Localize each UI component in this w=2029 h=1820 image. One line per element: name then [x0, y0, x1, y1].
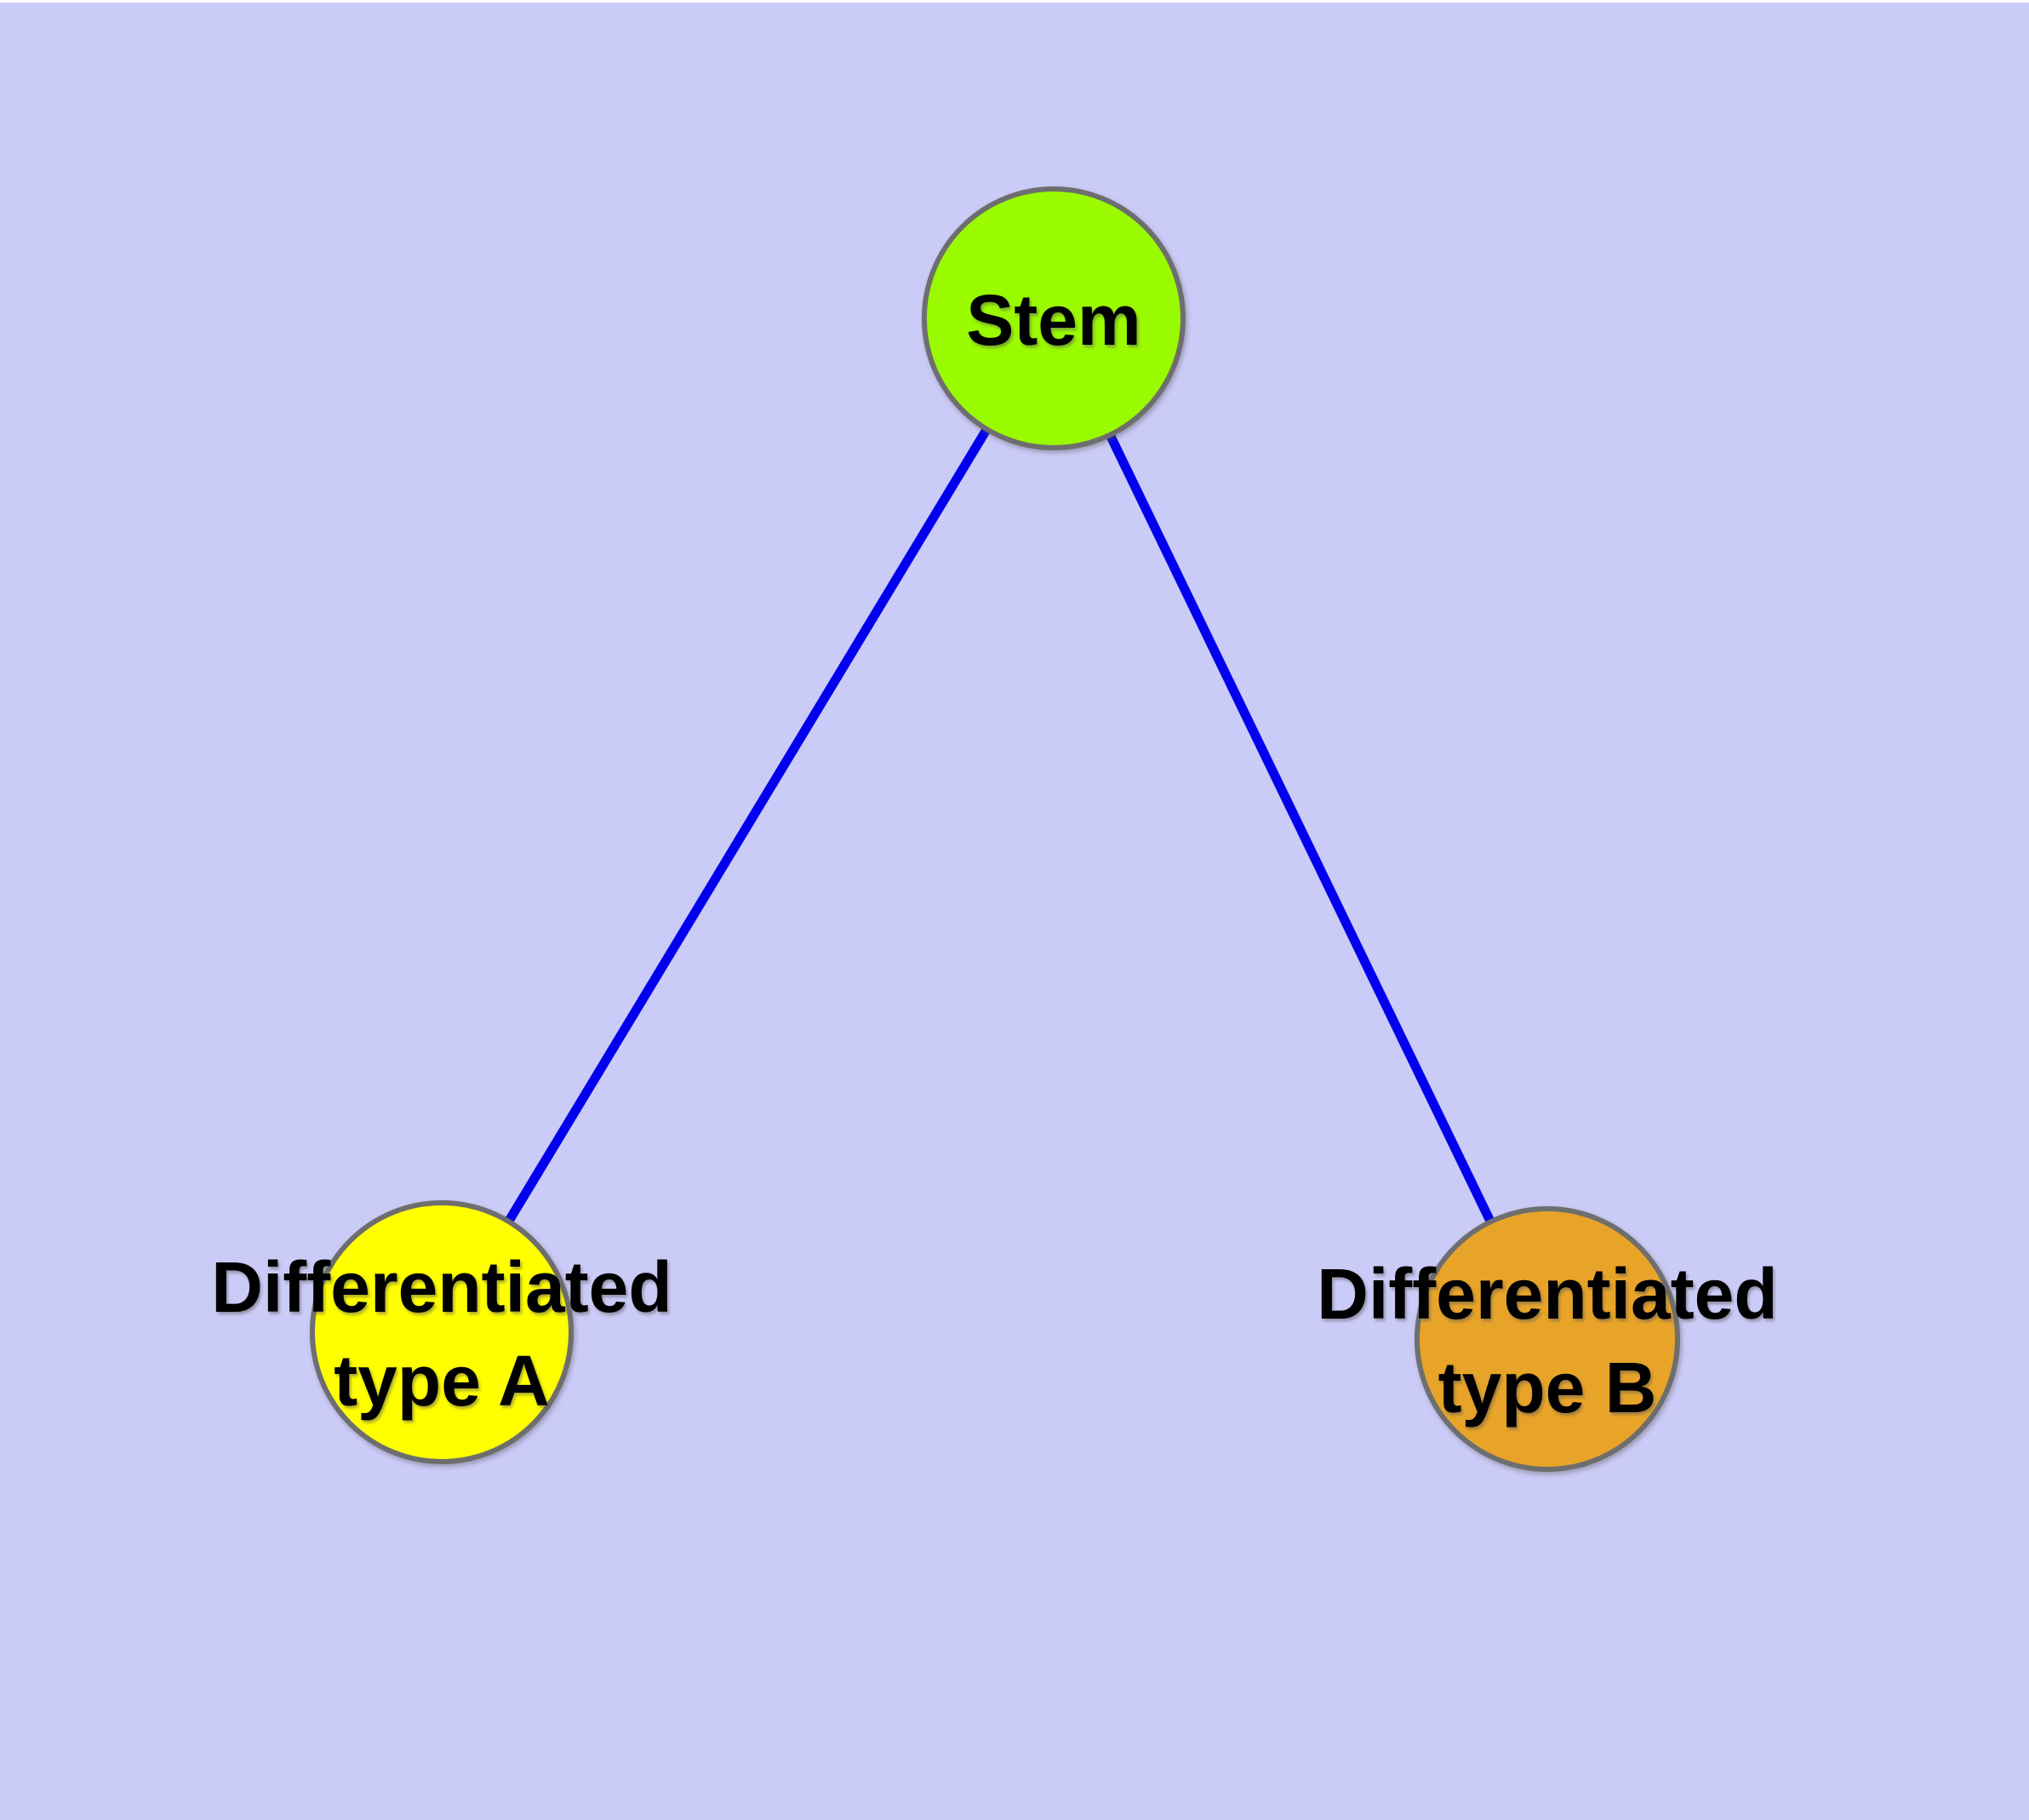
node-stem-label-line1: Stem — [966, 280, 1140, 360]
edge-stem--differentiated-type-b[interactable] — [1049, 316, 1552, 1342]
node-differentiated-type-a-label-line2: type A — [334, 1341, 550, 1421]
node-differentiated-type-b-label-line1: Differentiated — [1317, 1254, 1777, 1334]
top-edge-strip — [0, 0, 2029, 3]
node-stem[interactable] — [922, 186, 1186, 450]
node-differentiated-type-a-label-line1: Differentiated — [211, 1247, 672, 1327]
node-differentiated-type-b-label-line2: type B — [1438, 1348, 1657, 1428]
edge-stem--differentiated-type-a[interactable] — [437, 316, 1058, 1335]
node-differentiated-type-b[interactable] — [1415, 1206, 1680, 1472]
node-differentiated-type-a[interactable] — [310, 1200, 574, 1464]
